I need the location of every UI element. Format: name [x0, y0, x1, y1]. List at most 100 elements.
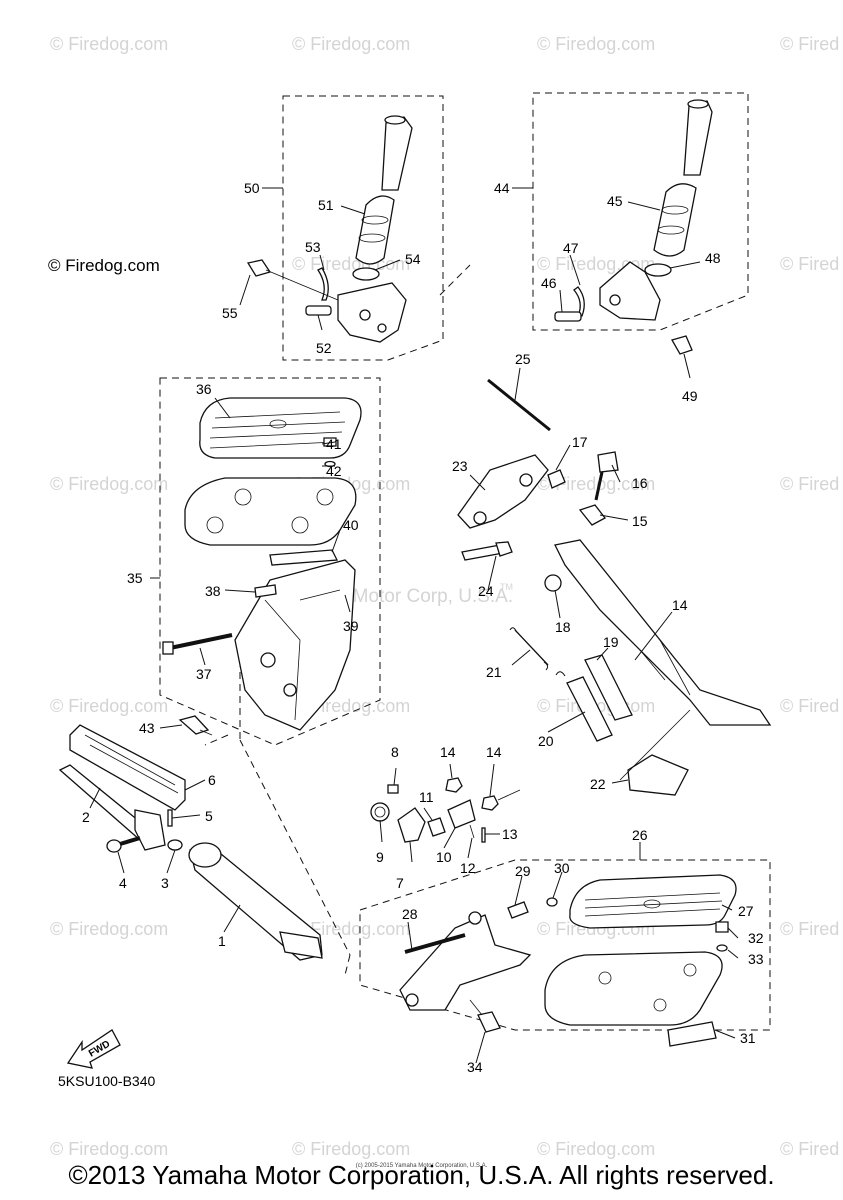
- callout: 2: [82, 809, 90, 825]
- watermark: © Fired: [780, 919, 839, 939]
- watermark: © Firedog.com: [292, 254, 410, 274]
- callout: 7: [396, 875, 404, 891]
- switch-16: [578, 504, 606, 526]
- watermark: © Fired: [780, 254, 839, 274]
- callout: 22: [590, 776, 606, 792]
- callout: 52: [316, 340, 332, 356]
- footboard-base-r: [544, 951, 723, 1026]
- callout: 10: [436, 849, 452, 865]
- bolt-44: [178, 715, 210, 735]
- callout: 47: [563, 240, 579, 256]
- rubber-23: [627, 754, 689, 796]
- callout: 9: [376, 849, 384, 865]
- pin-53: [305, 305, 332, 316]
- cotter-5: [167, 809, 173, 827]
- nut-18: [547, 469, 566, 489]
- watermark: © Firedog.com: [537, 34, 655, 54]
- callout: 14: [486, 744, 502, 760]
- callout: 15: [632, 513, 648, 529]
- callout: 50: [244, 180, 260, 196]
- callout: 51: [318, 197, 334, 213]
- callout: 44: [494, 180, 510, 196]
- callout: 5: [205, 808, 213, 824]
- nut-14b: [481, 795, 499, 811]
- watermark: © Firedog.com: [50, 34, 168, 54]
- callout: 34: [467, 1059, 483, 1075]
- bolt-50: [671, 335, 693, 355]
- callout: 33: [748, 951, 764, 967]
- footboard-right-assembly: [399, 874, 737, 1047]
- plate-10: [447, 799, 476, 829]
- washer-31: [546, 897, 558, 907]
- highway-peg-right: [554, 99, 713, 355]
- callout: 35: [127, 570, 143, 586]
- sidestand-assembly: [457, 378, 772, 796]
- pin-4: [106, 839, 122, 853]
- callout: 29: [515, 863, 531, 879]
- watermark: © Firedog.com: [50, 1139, 168, 1159]
- footrest-6: [69, 724, 186, 811]
- pin-13: [481, 827, 486, 843]
- watermark: © Firedog.com: [292, 34, 410, 54]
- watermark: © Firedog.com: [50, 474, 168, 494]
- left-footrest-assembly: [58, 724, 323, 961]
- callout: 14: [440, 744, 456, 760]
- collar-19: [544, 574, 562, 592]
- callout: 14: [672, 597, 688, 613]
- spring-20: [584, 654, 633, 721]
- footboard-bracket-r: [399, 914, 532, 1011]
- watermark: © Firedog.com: [292, 919, 410, 939]
- callout: 8: [391, 744, 399, 760]
- box-27: [359, 859, 771, 1031]
- callout: 30: [554, 860, 570, 876]
- callout: 18: [555, 619, 571, 635]
- callout: 6: [208, 772, 216, 788]
- bracket-32: [667, 1021, 717, 1047]
- watermark: © Firedog.com: [50, 696, 168, 716]
- bolt-38: [169, 633, 233, 650]
- middle-fasteners: [370, 777, 521, 843]
- bracket-24: [457, 454, 549, 529]
- clip-54: [317, 267, 329, 301]
- fwd-arrow-icon: FWD: [66, 1029, 121, 1069]
- callout: 20: [538, 733, 554, 749]
- spring-21: [566, 676, 613, 742]
- callout: 32: [748, 930, 764, 946]
- bolt-29: [404, 933, 466, 954]
- callout: 19: [603, 634, 619, 650]
- callout: 28: [402, 906, 418, 922]
- watermark: © Fired: [780, 1139, 839, 1159]
- callout: 13: [502, 826, 518, 842]
- callout: 40: [343, 517, 359, 533]
- group-boxes: [159, 92, 771, 1031]
- watermark: © Firedog.com: [537, 1139, 655, 1159]
- watermark: © Fired: [780, 696, 839, 716]
- callout: 53: [305, 239, 321, 255]
- spring-9: [370, 802, 390, 822]
- callout: 43: [139, 720, 155, 736]
- callout: 45: [607, 193, 623, 209]
- callout: 25: [515, 351, 531, 367]
- screw-33: [715, 921, 729, 933]
- firedog-label: © Firedog.com: [48, 256, 160, 275]
- diagram-code: 5KSU100-B340: [58, 1073, 156, 1089]
- callout: 1: [218, 933, 226, 949]
- callout: 26: [632, 827, 648, 843]
- watermark: © Firedog.com: [292, 1139, 410, 1159]
- callout: 42: [326, 463, 342, 479]
- callout: 4: [119, 875, 127, 891]
- bolt-8: [387, 784, 399, 794]
- callout: 46: [541, 275, 557, 291]
- footboard-base: [184, 477, 357, 546]
- peg-shaft-52: [381, 116, 413, 191]
- watermark: © Fired: [780, 474, 839, 494]
- peg-bracket: [337, 282, 407, 343]
- leader-lines: [89, 187, 739, 1064]
- highway-peg-left: [246, 115, 413, 343]
- callout-numbers: 50 51 53 54 55 52 44 45 47 46 48 49 36 4…: [82, 180, 764, 1075]
- sidestand-15: [554, 539, 772, 726]
- callout: 54: [405, 251, 421, 267]
- peg-rubber-46: [653, 183, 697, 257]
- watermark: © Fired: [780, 34, 839, 54]
